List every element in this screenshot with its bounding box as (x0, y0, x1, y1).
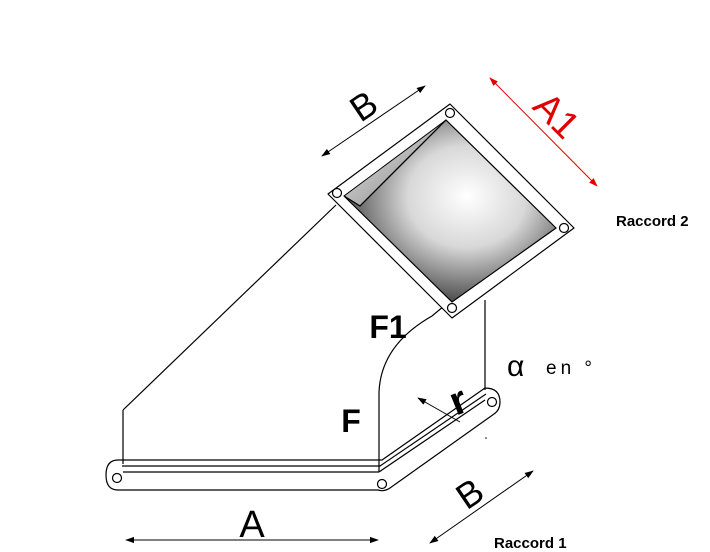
dimension-arrow-B-top (321, 85, 426, 157)
dimension-label-B-top: B (342, 82, 385, 129)
connector-1-label: Raccord 1 (494, 535, 567, 552)
bottom-flange-inner (122, 393, 487, 467)
top-opening-edge (359, 119, 447, 207)
dimension-label-A1: A1 (525, 85, 588, 148)
face-label-F1: F1 (369, 309, 406, 345)
connector-2-label: Raccord 2 (616, 213, 689, 230)
face-label-F: F (341, 403, 361, 439)
dimension-arrow-B-bottom (429, 470, 534, 544)
bottom-flange-outline (105, 387, 501, 492)
dimension-arrow-A1 (489, 77, 598, 187)
bottom-flange (105, 387, 501, 492)
bottom-flange-hole (111, 472, 123, 484)
bottom-flange-hole (486, 396, 498, 408)
fitting-body (122, 204, 486, 473)
centre-point (485, 437, 487, 439)
top-flange-hole (446, 302, 458, 314)
dimension-lines (125, 77, 598, 544)
body-throat-curve (378, 305, 445, 472)
top-flange-hole (558, 222, 570, 234)
radius-label: r (443, 378, 474, 425)
top-flange-hole (444, 107, 456, 119)
dimension-label-B-bottom: B (448, 470, 491, 517)
angle-unit: en ° (546, 358, 596, 379)
angle-symbol: α (507, 350, 524, 383)
body-left-diagonal (122, 204, 337, 411)
body-bottom-diagonal (378, 399, 486, 473)
top-flange-hole (331, 187, 343, 199)
top-flange (327, 103, 575, 319)
top-opening-face (343, 119, 557, 303)
dimension-label-A: A (239, 504, 265, 546)
bottom-flange-hole (376, 478, 388, 490)
radius-arrow (417, 397, 461, 423)
